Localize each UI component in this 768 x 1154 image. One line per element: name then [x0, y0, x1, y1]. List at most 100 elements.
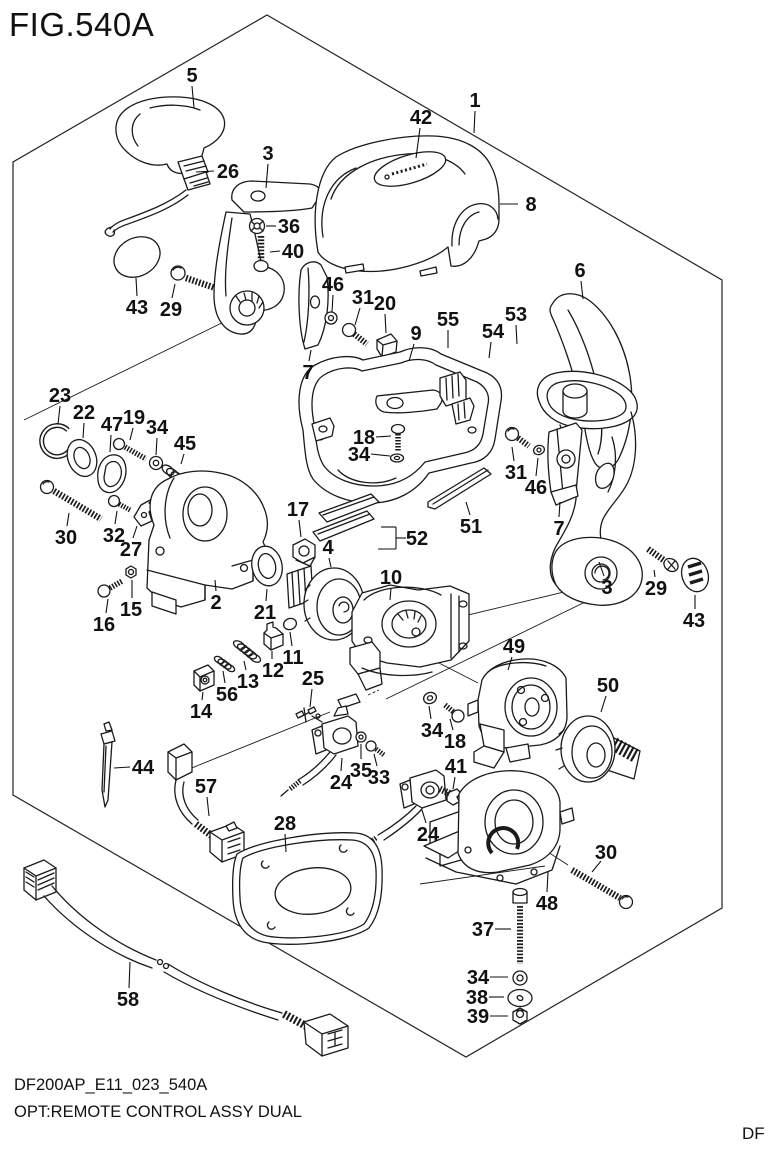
part-connector-26 [104, 155, 211, 237]
part-screw-40 [253, 236, 269, 273]
leader-line [113, 766, 131, 769]
leader-line [389, 587, 392, 601]
part-label-46: 46 [322, 274, 344, 296]
drawing-description: OPT:REMOTE CONTROL ASSY DUAL [14, 1103, 302, 1121]
part-label-31: 31 [505, 462, 527, 484]
leader-line [328, 557, 332, 568]
part-nut-39 [512, 1007, 528, 1025]
leader-line [82, 422, 85, 439]
leader-line [546, 871, 549, 893]
part-label-55: 55 [437, 309, 459, 331]
part-module-49 [467, 658, 568, 769]
part-label-40: 40 [282, 241, 304, 263]
part-label-3: 3 [601, 577, 612, 599]
part-coupler-50 [555, 715, 641, 783]
part-washer-34-bottom [512, 970, 528, 986]
part-spring-56 [213, 655, 236, 673]
part-washer-34-tray [389, 453, 405, 463]
part-block-14 [193, 664, 215, 692]
part-pellet-11 [282, 617, 298, 631]
part-screw-31-right [504, 426, 531, 449]
leader-line [109, 434, 112, 453]
part-label-17: 17 [287, 499, 309, 521]
leader-line [171, 283, 176, 299]
part-screw-33 [365, 740, 386, 757]
part-washer-34-center [422, 691, 438, 705]
part-label-58: 58 [117, 989, 139, 1011]
part-label-48: 48 [536, 893, 558, 915]
part-nut-15 [125, 565, 137, 579]
leader-line [201, 691, 204, 701]
part-label-12: 12 [262, 660, 284, 682]
part-label-43: 43 [126, 297, 148, 319]
part-label-23: 23 [49, 385, 71, 407]
leader-line [340, 757, 343, 772]
part-washer-22 [66, 438, 98, 478]
part-label-3: 3 [262, 143, 273, 165]
part-label-57: 57 [195, 776, 217, 798]
leader-line [269, 250, 281, 253]
leader-line [265, 588, 268, 602]
part-label-47: 47 [101, 414, 123, 436]
part-bearing-21 [251, 545, 283, 587]
part-label-54: 54 [482, 321, 505, 343]
part-grip-handle-5 [115, 96, 226, 175]
leader-line [421, 809, 427, 824]
leader-line [191, 85, 195, 109]
leader-line [195, 170, 215, 173]
part-bolt-18-tray [390, 423, 406, 451]
leader-line [600, 695, 607, 713]
part-label-30: 30 [55, 527, 77, 549]
leader-line [180, 453, 185, 465]
part-label-51: 51 [460, 516, 482, 538]
part-bolt-37 [512, 887, 528, 964]
part-bolt-18-center [443, 702, 465, 723]
part-label-24: 24 [417, 824, 440, 846]
leader-line [535, 457, 539, 477]
part-label-26: 26 [217, 161, 239, 183]
part-label-43: 43 [683, 610, 705, 632]
leader-line [128, 961, 131, 989]
leader-line [289, 631, 293, 647]
part-label-8: 8 [525, 194, 536, 216]
part-module-48 [423, 770, 575, 885]
part-mount-plate-28 [231, 832, 383, 945]
part-label-39: 39 [467, 1006, 489, 1028]
part-gear-4 [286, 565, 365, 641]
part-label-37: 37 [472, 919, 494, 941]
leader-line [373, 753, 378, 767]
part-label-34: 34 [421, 720, 444, 742]
part-washer-34-left [148, 455, 164, 471]
part-label-41: 41 [445, 756, 467, 778]
leader-line [308, 349, 312, 362]
part-label-52: 52 [406, 528, 428, 550]
part-bracket-7-right [547, 422, 583, 506]
leader-line [428, 705, 432, 720]
leader-line [511, 446, 515, 462]
part-cam-washer-47 [96, 454, 127, 494]
part-label-28: 28 [274, 813, 296, 835]
part-label-6: 6 [574, 260, 585, 282]
part-label-27: 27 [120, 539, 142, 561]
part-spring-13 [232, 640, 262, 663]
part-label-21: 21 [254, 602, 276, 624]
leader-line [57, 405, 61, 425]
part-label-13: 13 [237, 671, 259, 693]
part-module-10 [337, 584, 470, 709]
part-washer-46-left [324, 311, 338, 325]
leader-line [507, 656, 513, 671]
leader-line [452, 776, 456, 790]
part-label-plates-52 [312, 493, 380, 542]
part-washer-38 [507, 988, 533, 1008]
part-label-18: 18 [444, 731, 466, 753]
part-label-9: 9 [410, 323, 421, 345]
leader-line [384, 313, 387, 334]
footer-caption: DF200AP_E11_023_540A OPT:REMOTE CONTROL … [14, 1072, 302, 1126]
leader-line [155, 437, 158, 456]
part-label-14: 14 [190, 701, 213, 723]
part-label-42: 42 [410, 107, 432, 129]
part-switch-24-upper [280, 705, 359, 797]
leader-line [515, 324, 518, 345]
